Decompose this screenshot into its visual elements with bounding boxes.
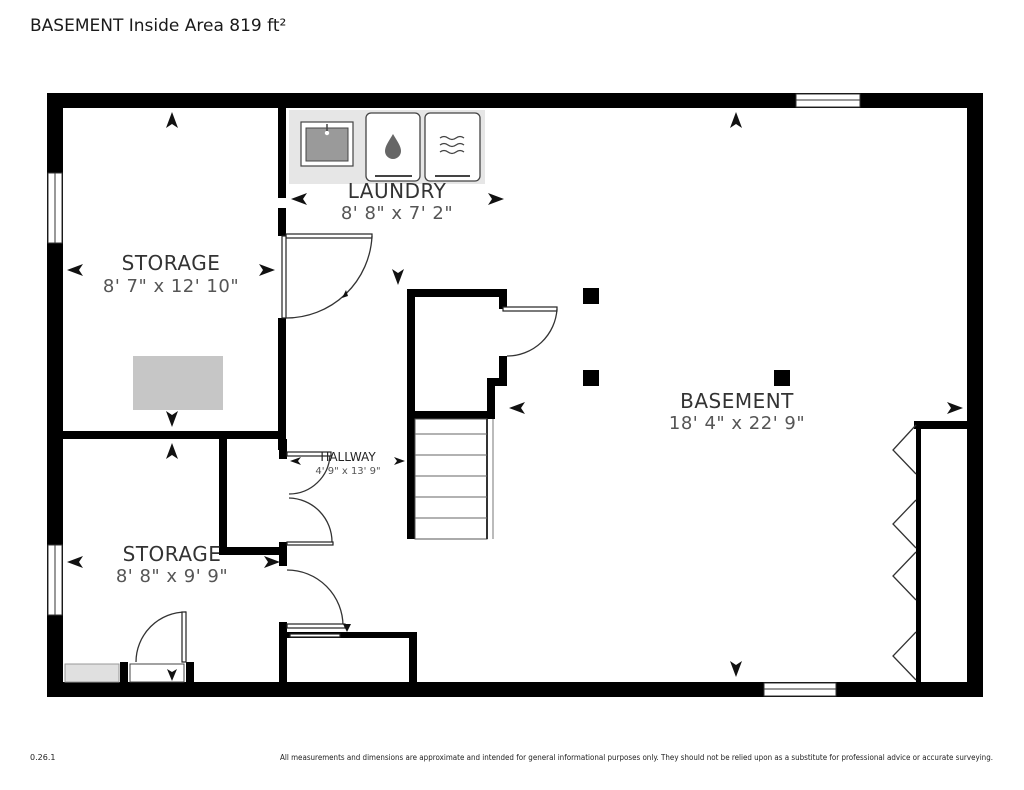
version-label: 0.26.1 (30, 753, 55, 762)
arrow-left-icon (290, 457, 301, 465)
arrow-left-icon (291, 193, 307, 205)
staircase (414, 418, 494, 540)
room-name-storage-top: STORAGE (122, 251, 221, 275)
arrow-down-icon (392, 269, 404, 285)
wall-hall-lower (279, 542, 287, 566)
door-swing (285, 235, 373, 319)
closet-wall-left (219, 439, 227, 555)
closet2-wall-right (409, 632, 417, 687)
stair-wall-right-top (499, 289, 507, 309)
wall-storage-mid (278, 318, 286, 450)
room-dims-storage-bottom: 8' 8" x 9' 9" (116, 566, 228, 587)
closet-wall-bottom (219, 547, 287, 555)
stair-wall-right-low (487, 378, 495, 418)
arrow-up-icon (166, 443, 178, 459)
room-dims-basement: 18' 4" x 22' 9" (669, 413, 805, 434)
arrow-up-icon (342, 290, 348, 298)
arrow-up-icon (166, 112, 178, 128)
nook-wall-right (186, 662, 194, 687)
dryer-icon (424, 112, 481, 182)
nook-wall-left (120, 662, 128, 687)
stair-wall-right-mid (499, 356, 507, 386)
arrow-right-icon (947, 402, 963, 414)
stair-wall-top (407, 289, 507, 297)
arrow-right-icon (259, 264, 275, 276)
column (583, 370, 599, 386)
wall-hall-bottom (279, 622, 287, 690)
right-closet-wall-top (914, 421, 970, 429)
room-dims-laundry: 8' 8" x 7' 2" (341, 203, 453, 224)
outer-wall-right (967, 93, 983, 697)
arrow-right-icon (488, 193, 504, 205)
arrow-left-icon (509, 402, 525, 414)
room-name-storage-bottom: STORAGE (123, 542, 222, 566)
room-name-hallway: HALLWAY (320, 450, 376, 464)
room-name-basement: BASEMENT (680, 389, 794, 413)
shelf (64, 663, 120, 683)
water-heater-icon (365, 112, 421, 182)
door-leaf (502, 306, 558, 312)
door-swing (286, 569, 344, 627)
disclaimer: All measurements and dimensions are appr… (280, 753, 993, 762)
wall-storage-divider (63, 431, 286, 439)
wall-laundry-storage (278, 108, 286, 198)
outer-wall-top (47, 93, 983, 108)
arrow-left-icon (67, 264, 83, 276)
arrow-left-icon (67, 556, 83, 568)
arrow-down-icon (167, 669, 177, 681)
room-name-laundry: LAUNDRY (348, 179, 447, 203)
bifold-door (892, 424, 917, 475)
door-leaf (285, 233, 373, 239)
bifold-door (892, 551, 917, 601)
doors (129, 233, 917, 683)
stair-wall-landing (407, 411, 495, 419)
door-swing (135, 611, 187, 663)
dimension-arrows (67, 112, 963, 681)
bifold-door (892, 631, 917, 681)
closet2-wall-top (287, 632, 417, 638)
storage-obstacle (133, 356, 223, 410)
closet-wall-right (279, 439, 287, 459)
door-swing (506, 308, 558, 357)
arrow-right-icon (394, 457, 405, 465)
wall-storage-upper (278, 208, 286, 236)
room-dims-storage-top: 8' 7" x 12' 10" (103, 276, 239, 297)
arrow-down-icon (166, 411, 178, 427)
room-dims-hallway: 4' 9" x 13' 9" (315, 466, 380, 477)
door-swing (288, 497, 333, 543)
windows (47, 93, 861, 697)
arrow-up-icon (730, 112, 742, 128)
arrow-down-icon (730, 661, 742, 677)
door-swing (288, 454, 331, 495)
arrow-right-icon (264, 556, 280, 568)
bifold-door (892, 499, 917, 549)
right-closet-wall-left (916, 429, 921, 685)
column (583, 288, 599, 304)
page-title: BASEMENT Inside Area 819 ft² (30, 16, 286, 36)
sink-icon (300, 121, 354, 167)
stair-wall-step (487, 378, 507, 386)
arrow-down-icon (343, 624, 351, 632)
column (774, 370, 790, 386)
